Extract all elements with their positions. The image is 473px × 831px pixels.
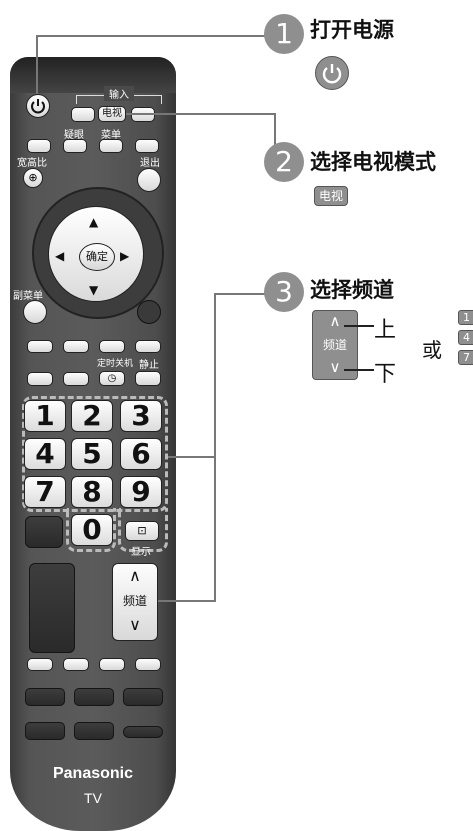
- step-1-circle: 1: [264, 14, 304, 54]
- arrow-right-icon[interactable]: ▶: [120, 249, 130, 263]
- number-key-6[interactable]: 6: [120, 438, 162, 470]
- number-key-9[interactable]: 9: [120, 476, 162, 508]
- media-button-3[interactable]: [99, 658, 125, 671]
- remote-ir-window: [10, 57, 176, 93]
- color-button-red[interactable]: [27, 340, 53, 353]
- display-button[interactable]: ⊡: [125, 521, 159, 541]
- display-label: 显示: [131, 547, 151, 558]
- power-button[interactable]: [26, 94, 50, 118]
- record-button[interactable]: [123, 726, 163, 738]
- sleep-label: 疑眼: [64, 130, 84, 141]
- input-button-left[interactable]: [71, 107, 95, 122]
- channel-rocker[interactable]: [112, 563, 158, 641]
- arrow-up-icon[interactable]: ▲: [89, 215, 99, 229]
- function-button-2[interactable]: [63, 372, 89, 386]
- down-label: 下: [374, 362, 397, 387]
- leader-line-tv-horizontal: [126, 113, 276, 115]
- leader-line-tv-vertical: [274, 113, 276, 155]
- rewind-button[interactable]: [25, 688, 65, 706]
- tv-mode-badge: 电视: [314, 186, 349, 206]
- step-3-circle: 3: [264, 272, 304, 312]
- number-key-8[interactable]: 8: [71, 476, 113, 508]
- exit-button[interactable]: [137, 168, 161, 192]
- channel-down-arrow-icon: ∨: [329, 358, 341, 376]
- channel-up-icon[interactable]: ∧: [129, 566, 141, 585]
- number-pad-highlight: [22, 396, 168, 512]
- color-button-yellow[interactable]: [99, 340, 125, 353]
- step-3-channel-label: 频道: [322, 338, 347, 352]
- display-key-highlight: [118, 508, 168, 552]
- up-pointer-line: [344, 325, 374, 327]
- number-key-3[interactable]: 3: [120, 400, 162, 432]
- aspect-button[interactable]: ⊕: [23, 168, 43, 188]
- input-select-button[interactable]: [25, 516, 63, 548]
- model-label: TV: [84, 790, 102, 806]
- forward-button[interactable]: [123, 688, 163, 706]
- function-button-1[interactable]: [27, 372, 53, 386]
- sleep-button[interactable]: [63, 139, 87, 153]
- stop-button[interactable]: [74, 722, 114, 740]
- up-label: 上: [374, 318, 397, 343]
- exit-label: 退出: [140, 158, 160, 169]
- color-button-green[interactable]: [63, 340, 89, 353]
- zero-key-highlight: [66, 508, 116, 552]
- media-button-4[interactable]: [135, 658, 161, 671]
- leader-line-channel-top: [216, 293, 266, 295]
- number-key-5[interactable]: 5: [71, 438, 113, 470]
- power-icon: [31, 99, 45, 114]
- step-1-title: 打开电源: [310, 18, 394, 42]
- or-label: 或: [422, 338, 442, 362]
- brand-logo: Panasonic: [52, 765, 134, 782]
- step-2-title: 选择电视模式: [310, 150, 436, 174]
- guide-button[interactable]: [27, 139, 51, 153]
- leader-line-numpad: [168, 456, 216, 458]
- number-key-2[interactable]: 2: [71, 400, 113, 432]
- submenu-label: 副菜单: [13, 291, 43, 302]
- return-button[interactable]: [137, 300, 161, 324]
- number-key-badge-4: 4: [458, 330, 473, 345]
- channel-up-arrow-icon: ∧: [329, 312, 341, 330]
- number-key-0[interactable]: 0: [71, 514, 113, 546]
- submenu-button[interactable]: [23, 300, 47, 324]
- skip-back-button[interactable]: [25, 722, 65, 740]
- leader-line-channel-rocker: [158, 600, 216, 602]
- number-key-4[interactable]: 4: [24, 438, 66, 470]
- input-label: 输入: [104, 86, 134, 101]
- step-2-circle: 2: [264, 142, 304, 182]
- info-button[interactable]: [135, 139, 159, 153]
- play-button[interactable]: [74, 688, 114, 706]
- leader-line-power-horizontal: [36, 35, 276, 37]
- menu-label: 菜单: [101, 130, 121, 141]
- color-button-blue[interactable]: [135, 340, 161, 353]
- down-pointer-line: [344, 369, 374, 371]
- power-icon: [315, 56, 349, 90]
- tv-button[interactable]: 电视: [98, 106, 126, 122]
- arrow-down-icon[interactable]: ▼: [89, 283, 99, 297]
- media-button-1[interactable]: [27, 658, 53, 671]
- aspect-label: 宽高比: [17, 158, 47, 169]
- number-key-badge-7: 7: [458, 350, 473, 365]
- mute-button[interactable]: [135, 371, 161, 386]
- volume-rocker[interactable]: [29, 563, 75, 653]
- menu-button[interactable]: [99, 139, 123, 153]
- leader-line-channel-vertical: [214, 293, 216, 601]
- channel-down-icon[interactable]: ∨: [129, 615, 141, 634]
- mute-label: 静止: [139, 360, 159, 371]
- step-3-title: 选择频道: [310, 278, 394, 302]
- off-timer-label: 定时关机: [96, 359, 133, 369]
- channel-label: 频道: [122, 594, 147, 608]
- channel-key-illustration: [312, 310, 358, 380]
- off-timer-button[interactable]: ◷: [99, 371, 125, 386]
- ok-button[interactable]: 确定: [79, 243, 115, 271]
- media-button-2[interactable]: [63, 658, 89, 671]
- arrow-left-icon[interactable]: ◀: [55, 249, 65, 263]
- number-key-badge-1: 1: [458, 310, 473, 325]
- leader-line-power-vertical: [36, 36, 38, 94]
- number-key-1[interactable]: 1: [24, 400, 66, 432]
- number-key-7[interactable]: 7: [24, 476, 66, 508]
